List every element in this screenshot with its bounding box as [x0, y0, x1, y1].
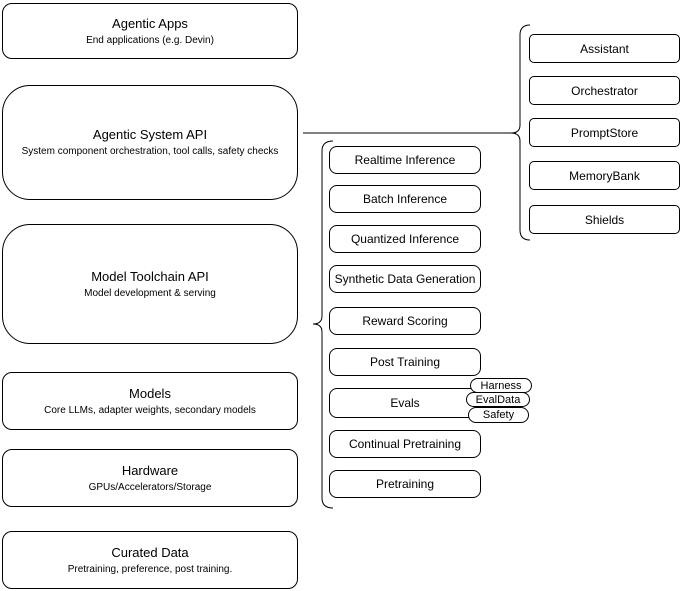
box-realtime-inference: Realtime Inference	[329, 146, 481, 174]
box-pretraining: Pretraining	[329, 470, 481, 498]
box-memorybank: MemoryBank	[529, 161, 680, 190]
box-quantized-inference: Quantized Inference	[329, 225, 481, 253]
pill-eval-harness: Harness	[470, 378, 532, 393]
box-models: Models Core LLMs, adapter weights, secon…	[2, 372, 298, 430]
pill-eval-evaldata: EvalData	[466, 392, 530, 407]
brace-system-components-group	[510, 24, 531, 241]
box-model-toolchain-api-title: Model Toolchain API	[91, 268, 209, 284]
box-models-subtitle: Core LLMs, adapter weights, secondary mo…	[44, 404, 256, 416]
box-promptstore: PromptStore	[529, 118, 680, 147]
box-reward-scoring: Reward Scoring	[329, 307, 481, 335]
box-evals: Evals	[329, 388, 481, 418]
box-orchestrator: Orchestrator	[529, 76, 680, 105]
box-model-toolchain-api: Model Toolchain API Model development & …	[2, 224, 298, 344]
box-curated-data: Curated Data Pretraining, preference, po…	[2, 531, 298, 589]
box-shields: Shields	[529, 205, 680, 234]
box-continual-pretraining: Continual Pretraining	[329, 430, 481, 458]
box-post-training: Post Training	[329, 348, 481, 376]
box-agentic-system-api: Agentic System API System component orch…	[2, 85, 298, 200]
box-curated-data-subtitle: Pretraining, preference, post training.	[67, 563, 233, 575]
box-hardware: Hardware GPUs/Accelerators/Storage	[2, 449, 298, 507]
box-agentic-system-api-subtitle: System component orchestration, tool cal…	[21, 146, 279, 157]
box-hardware-title: Hardware	[121, 462, 179, 478]
box-agentic-apps: Agentic Apps End applications (e.g. Devi…	[2, 3, 298, 59]
box-batch-inference: Batch Inference	[329, 185, 481, 213]
pill-eval-safety: Safety	[468, 407, 529, 423]
box-models-title: Models	[129, 385, 171, 401]
box-hardware-subtitle: GPUs/Accelerators/Storage	[88, 481, 212, 493]
box-curated-data-title: Curated Data	[111, 544, 189, 560]
box-agentic-apps-subtitle: End applications (e.g. Devin)	[86, 34, 214, 46]
box-agentic-system-api-title: Agentic System API	[92, 127, 208, 142]
box-model-toolchain-api-subtitle: Model development & serving	[84, 287, 216, 299]
box-agentic-apps-title: Agentic Apps	[112, 15, 188, 31]
box-assistant: Assistant	[529, 34, 680, 63]
box-synthetic-data-generation: Synthetic Data Generation	[329, 265, 481, 293]
